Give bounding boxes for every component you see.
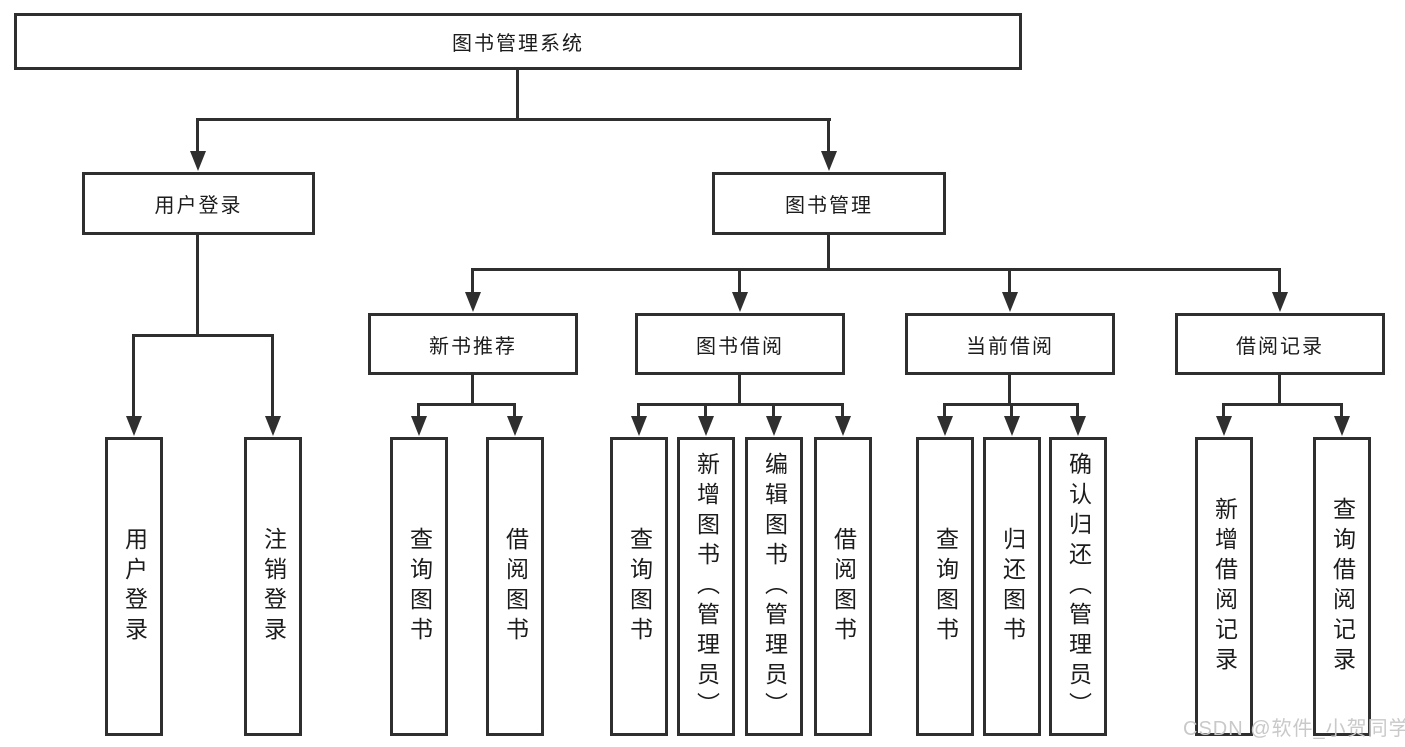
connector-line — [1222, 403, 1343, 406]
connector-line — [1008, 375, 1011, 405]
arrow-down-icon — [1004, 416, 1020, 436]
arrow-down-icon — [465, 292, 481, 312]
connector-line — [471, 375, 474, 405]
connector-line — [1010, 403, 1013, 418]
connector-line — [1278, 375, 1281, 405]
node-current-borrowing-label: 当前借阅 — [966, 335, 1054, 358]
leaf-query-book-current-label: 查询图书 — [932, 526, 959, 647]
arrow-down-icon — [732, 292, 748, 312]
leaf-add-book-admin-label: 新增图书（管理员） — [693, 451, 720, 722]
connector-line — [516, 70, 519, 120]
connector-line — [417, 403, 420, 418]
connector-line — [1008, 268, 1011, 294]
connector-line — [841, 403, 844, 418]
leaf-query-book-current: 查询图书 — [916, 437, 974, 736]
leaf-edit-book-admin: 编辑图书（管理员） — [745, 437, 803, 736]
leaf-query-book-recommend-label: 查询图书 — [406, 526, 433, 647]
connector-line — [271, 334, 274, 418]
leaf-user-login: 用户登录 — [105, 437, 163, 736]
arrow-down-icon — [1334, 416, 1350, 436]
arrow-down-icon — [265, 416, 281, 436]
leaf-confirm-return-admin: 确认归还（管理员） — [1049, 437, 1107, 736]
arrow-down-icon — [698, 416, 714, 436]
node-borrowing-records-label: 借阅记录 — [1236, 335, 1324, 358]
connector-line — [827, 118, 830, 152]
leaf-logout-label: 注销登录 — [260, 526, 287, 647]
connector-line — [704, 403, 707, 418]
node-new-book-recommend-label: 新书推荐 — [429, 335, 517, 358]
node-root: 图书管理系统 — [14, 13, 1022, 70]
arrow-down-icon — [766, 416, 782, 436]
leaf-add-borrow-record-label: 新增借阅记录 — [1211, 496, 1238, 677]
arrow-down-icon — [411, 416, 427, 436]
arrow-down-icon — [1070, 416, 1086, 436]
connector-line — [1076, 403, 1079, 418]
arrow-down-icon — [1272, 292, 1288, 312]
connector-line — [196, 235, 199, 337]
node-book-management-label: 图书管理 — [785, 195, 873, 217]
connector-line — [738, 268, 741, 294]
leaf-borrow-book-borrowing-label: 借阅图书 — [830, 526, 857, 647]
leaf-borrow-book-recommend: 借阅图书 — [486, 437, 544, 736]
connector-line — [196, 118, 831, 121]
arrow-down-icon — [835, 416, 851, 436]
connector-line — [196, 118, 199, 152]
leaf-confirm-return-admin-label: 确认归还（管理员） — [1065, 451, 1092, 722]
leaf-query-borrow-record-label: 查询借阅记录 — [1329, 496, 1356, 677]
arrow-down-icon — [1216, 416, 1232, 436]
connector-line — [1278, 268, 1281, 294]
connector-line — [132, 334, 274, 337]
connector-line — [417, 403, 516, 406]
connector-line — [772, 403, 775, 418]
node-user-login-label: 用户登录 — [154, 195, 243, 217]
leaf-query-book-recommend: 查询图书 — [390, 437, 448, 736]
node-book-borrowing-label: 图书借阅 — [696, 335, 784, 358]
connector-line — [637, 403, 844, 406]
connector-line — [827, 235, 830, 271]
node-current-borrowing: 当前借阅 — [905, 313, 1115, 375]
connector-line — [471, 268, 474, 294]
node-book-management: 图书管理 — [712, 172, 946, 235]
arrow-down-icon — [937, 416, 953, 436]
node-user-login: 用户登录 — [82, 172, 315, 235]
node-root-label: 图书管理系统 — [452, 33, 584, 55]
node-borrowing-records: 借阅记录 — [1175, 313, 1385, 375]
leaf-logout: 注销登录 — [244, 437, 302, 736]
leaf-query-borrow-record: 查询借阅记录 — [1313, 437, 1371, 736]
leaf-query-book-borrowing: 查询图书 — [610, 437, 668, 736]
connector-line — [471, 268, 1281, 271]
connector-line — [132, 334, 135, 418]
connector-line — [637, 403, 640, 418]
arrow-down-icon — [1002, 292, 1018, 312]
connector-line — [738, 375, 741, 405]
leaf-edit-book-admin-label: 编辑图书（管理员） — [761, 451, 788, 722]
arrow-down-icon — [821, 151, 837, 171]
leaf-borrow-book-borrowing: 借阅图书 — [814, 437, 872, 736]
arrow-down-icon — [631, 416, 647, 436]
leaf-return-book-label: 归还图书 — [999, 526, 1026, 647]
arrow-down-icon — [507, 416, 523, 436]
csdn-watermark: CSDN @软件_小贺同学 — [1183, 718, 1405, 740]
connector-line — [1222, 403, 1225, 418]
leaf-user-login-label: 用户登录 — [121, 526, 148, 647]
leaf-query-book-borrowing-label: 查询图书 — [626, 526, 653, 647]
arrow-down-icon — [126, 416, 142, 436]
node-new-book-recommend: 新书推荐 — [368, 313, 578, 375]
node-book-borrowing: 图书借阅 — [635, 313, 845, 375]
leaf-add-borrow-record: 新增借阅记录 — [1195, 437, 1253, 736]
leaf-add-book-admin: 新增图书（管理员） — [677, 437, 735, 736]
leaf-return-book: 归还图书 — [983, 437, 1041, 736]
connector-line — [513, 403, 516, 418]
connector-line — [943, 403, 946, 418]
connector-line — [1340, 403, 1343, 418]
leaf-borrow-book-recommend-label: 借阅图书 — [502, 526, 529, 647]
arrow-down-icon — [190, 151, 206, 171]
